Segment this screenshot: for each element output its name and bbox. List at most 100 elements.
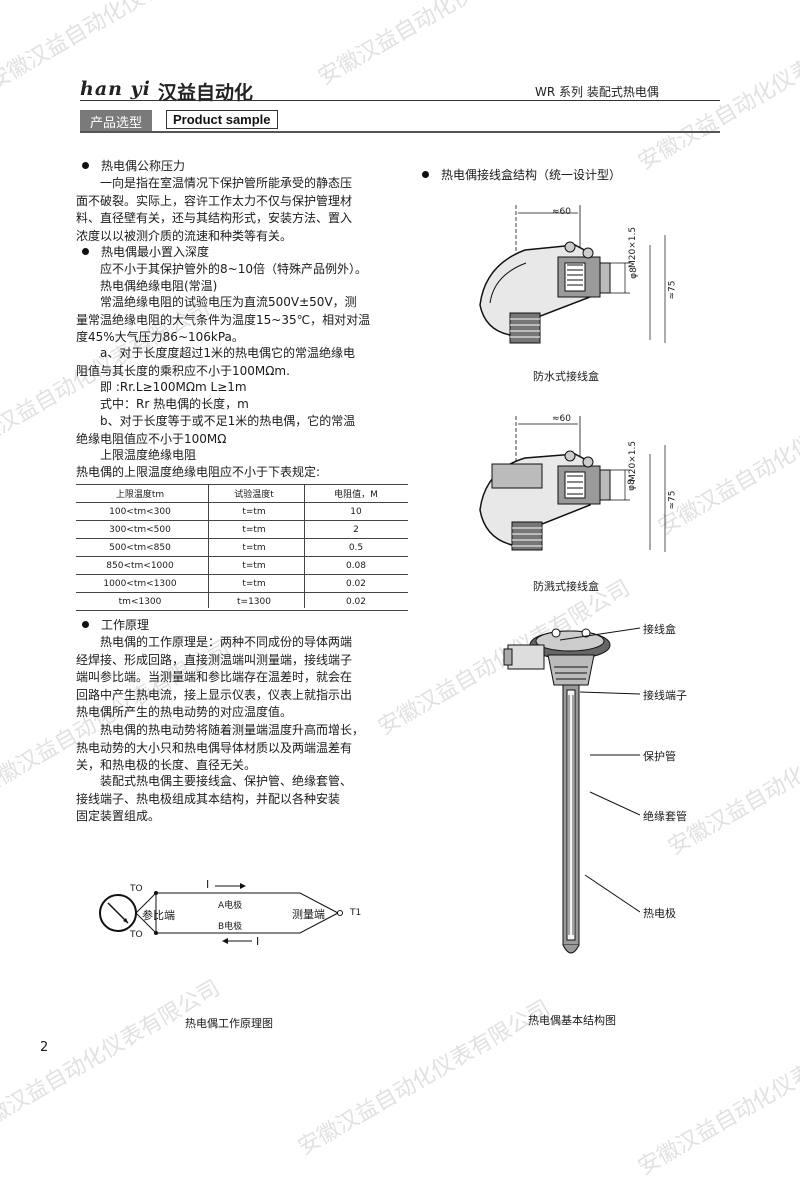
dim-m20-b: M20×1.5 bbox=[628, 440, 638, 482]
series-title: WR 系列 装配式热电偶 bbox=[535, 85, 659, 99]
table-header: 试验温度t bbox=[204, 484, 304, 503]
caption-structure: 热电偶基本结构图 bbox=[528, 1014, 616, 1027]
dim-75-a: ≈75 bbox=[667, 280, 678, 300]
label-ref-end: 参比端 bbox=[142, 909, 175, 922]
table-cell: 300<tm<500 bbox=[76, 520, 204, 539]
header-rule bbox=[80, 100, 720, 101]
para-depth: 应不小于其保护管外的8~10倍（特殊产品例外）。 bbox=[100, 262, 367, 276]
thermocouple-structure-drawing bbox=[503, 628, 611, 954]
table-cell: t=tm bbox=[204, 520, 304, 539]
heading-principle: 工作原理 bbox=[82, 617, 149, 634]
table-divider bbox=[208, 484, 209, 608]
dim-75-b: ≈75 bbox=[667, 490, 678, 510]
table-cell: 2 bbox=[304, 520, 408, 539]
waterproof-box-drawing bbox=[479, 205, 666, 344]
label-protection-tube: 保护管 bbox=[643, 750, 676, 763]
table-cell: 0.08 bbox=[304, 556, 408, 575]
table-cell: t=tm bbox=[204, 502, 304, 521]
watermark: 安徽汉益自动化仪表有限公司 bbox=[294, 995, 555, 1161]
conductor-b bbox=[156, 912, 339, 934]
table-cell: 0.5 bbox=[304, 538, 408, 557]
para-structure: 装配式热电偶主要接线盒、保护管、绝缘套管、 接线端子、热电极组成其本结构，并配以… bbox=[76, 774, 353, 823]
section-rule bbox=[80, 131, 720, 133]
arrow-left-icon bbox=[222, 938, 228, 944]
heading-pressure: 热电偶公称压力 bbox=[82, 158, 185, 175]
para-a: a、对于长度度超过1米的热电偶它的常温绝缘电 阻值与其长度的乘积应不小于100M… bbox=[76, 346, 355, 378]
table-cell: t=tm bbox=[204, 556, 304, 575]
caption-principle: 热电偶工作原理图 bbox=[185, 1017, 273, 1030]
table-header: 上限温度tm bbox=[76, 484, 204, 503]
heading-depth: 热电偶最小置入深度 bbox=[82, 244, 209, 261]
table-cell: 1000<tm<1300 bbox=[76, 574, 204, 593]
watermark: 安徽汉益自动化仪表有限公司 bbox=[634, 1015, 800, 1181]
table-cell: tm<1300 bbox=[76, 592, 204, 611]
heading-upper-temp: 上限温度绝缘电阻 bbox=[100, 448, 197, 462]
dim-phi8-a: φ8 bbox=[628, 267, 639, 279]
brand-latin-logo: han yi bbox=[80, 78, 151, 100]
brand-name: 汉益自动化 bbox=[158, 82, 254, 104]
table-cell: t=1300 bbox=[204, 592, 304, 611]
label-current-top: I bbox=[206, 878, 210, 891]
table-cell: 10 bbox=[304, 502, 408, 521]
needle-arrow bbox=[123, 918, 128, 923]
para-emf: 热电偶的热电动势将随着测量端温度升高而增长， 热电动势的大小只和热电偶导体材质以… bbox=[76, 723, 365, 772]
label-current-bottom: I bbox=[256, 935, 260, 948]
label-b-electrode: B电极 bbox=[218, 922, 243, 932]
table-cell: t=tm bbox=[204, 574, 304, 593]
arrow-right-icon bbox=[240, 883, 246, 889]
watermark: 安徽汉益自动化仪表有限公司 bbox=[314, 0, 575, 91]
section-tag-en: Product sample bbox=[166, 110, 278, 129]
label-t1: T1 bbox=[350, 908, 362, 918]
splashproof-box-drawing bbox=[479, 416, 666, 552]
label-meas-end: 测量端 bbox=[292, 908, 325, 921]
page-number: 2 bbox=[40, 1040, 49, 1055]
table-cell: 100<tm<300 bbox=[76, 502, 204, 521]
para-pressure: 一向是指在室温情况下保护管所能承受的静态压 面不破裂。实际上，容许工作太力不仅与… bbox=[76, 176, 353, 243]
label-to-top: TO bbox=[130, 884, 143, 894]
wire bbox=[135, 912, 157, 934]
bullet-icon bbox=[82, 248, 89, 255]
caption-splashproof: 防溅式接线盒 bbox=[533, 580, 599, 593]
label-to-bottom: TO bbox=[130, 930, 143, 940]
label-terminal: 接线端子 bbox=[643, 689, 687, 702]
table-cell: 500<tm<850 bbox=[76, 538, 204, 557]
para-upper-temp: 热电偶的上限温度绝缘电阻应不小于下表规定: bbox=[76, 465, 321, 479]
bullet-icon bbox=[422, 171, 429, 178]
table-header-row: 上限温度tm 试验温度t 电阻值，M bbox=[76, 484, 408, 503]
table-cell: 0.02 bbox=[304, 574, 408, 593]
table-cell: 0.02 bbox=[304, 592, 408, 611]
formula: 即 :Rr.L≥100MΩm L≥1m bbox=[100, 380, 247, 394]
label-a-electrode: A电极 bbox=[218, 901, 243, 911]
dim-60-a: ≈60 bbox=[552, 207, 571, 217]
table-divider bbox=[304, 484, 305, 608]
table-cell: t=tm bbox=[204, 538, 304, 557]
conductor-a bbox=[156, 892, 339, 914]
para-principle: 热电偶的工作原理是：两种不同成份的导体两端 经焊接、形成回路，直接测温端叫测量端… bbox=[76, 635, 353, 719]
measuring-junction bbox=[337, 910, 343, 916]
wire bbox=[135, 892, 157, 914]
bullet-icon bbox=[82, 621, 89, 628]
caption-waterproof: 防水式接线盒 bbox=[533, 370, 599, 383]
leader-lines bbox=[560, 627, 640, 913]
para-insulation: 常温绝缘电阻的试验电压为直流500V±50V，测 量常温绝缘电阻的大气条件为温度… bbox=[76, 295, 371, 344]
principle-diagram bbox=[99, 883, 343, 944]
label-electrode: 热电极 bbox=[643, 907, 676, 920]
table-header: 电阻值，M bbox=[304, 484, 408, 503]
bullet-icon bbox=[82, 162, 89, 169]
dim-m20-a: M20×1.5 bbox=[628, 226, 638, 268]
dim-60-b: ≈60 bbox=[552, 414, 571, 424]
table-cell: 850<tm<1000 bbox=[76, 556, 204, 575]
watermark: 安徽汉益自动化仪表有限公司 bbox=[664, 695, 800, 861]
label-junction-box: 接线盒 bbox=[643, 623, 676, 636]
watermark: 安徽汉益自动化仪表有限公司 bbox=[0, 975, 225, 1141]
section-tag-cn: 产品选型 bbox=[80, 110, 153, 133]
para-b: b、对于长度等于或不足1米的热电偶，它的常温 绝缘电阻值应不小于100MΩ bbox=[76, 414, 356, 446]
label-insulation-sleeve: 绝缘套管 bbox=[643, 810, 687, 823]
